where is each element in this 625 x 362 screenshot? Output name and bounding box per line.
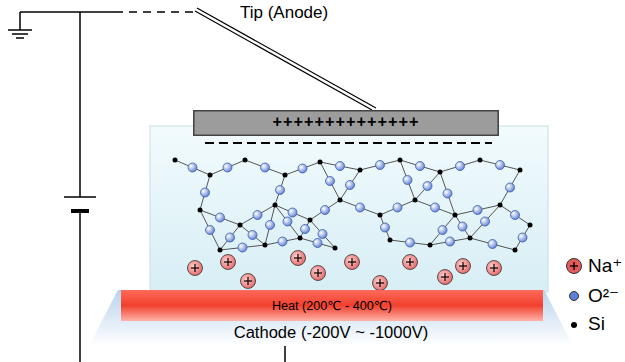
legend-swatch: [569, 291, 579, 301]
legend-text: Na⁺: [588, 254, 622, 277]
tip-leader: [195, 8, 376, 110]
tip-label: Tip (Anode): [240, 3, 328, 23]
sodium-ions: [188, 251, 502, 291]
tip-plate-text: ++++++++++++++: [193, 112, 499, 131]
heater-band-text: Heat (200℃ - 400℃): [121, 298, 543, 313]
battery-symbol: [64, 197, 96, 211]
legend-text: O²⁻: [588, 284, 619, 307]
glass-block: [150, 126, 548, 292]
tip-plate: ++++++++++++++: [193, 110, 499, 136]
legend-text: Si: [588, 313, 605, 335]
negative-charge-layer: [205, 142, 492, 144]
heater-band: Heat (200℃ - 400℃): [121, 290, 543, 321]
legend-swatch: [571, 322, 577, 328]
glass-network: [173, 158, 533, 253]
legend-swatch: [566, 258, 582, 274]
cathode-plate-text: Cathode (-200V ~ -1000V): [89, 323, 573, 343]
ground-symbol: [8, 30, 32, 38]
